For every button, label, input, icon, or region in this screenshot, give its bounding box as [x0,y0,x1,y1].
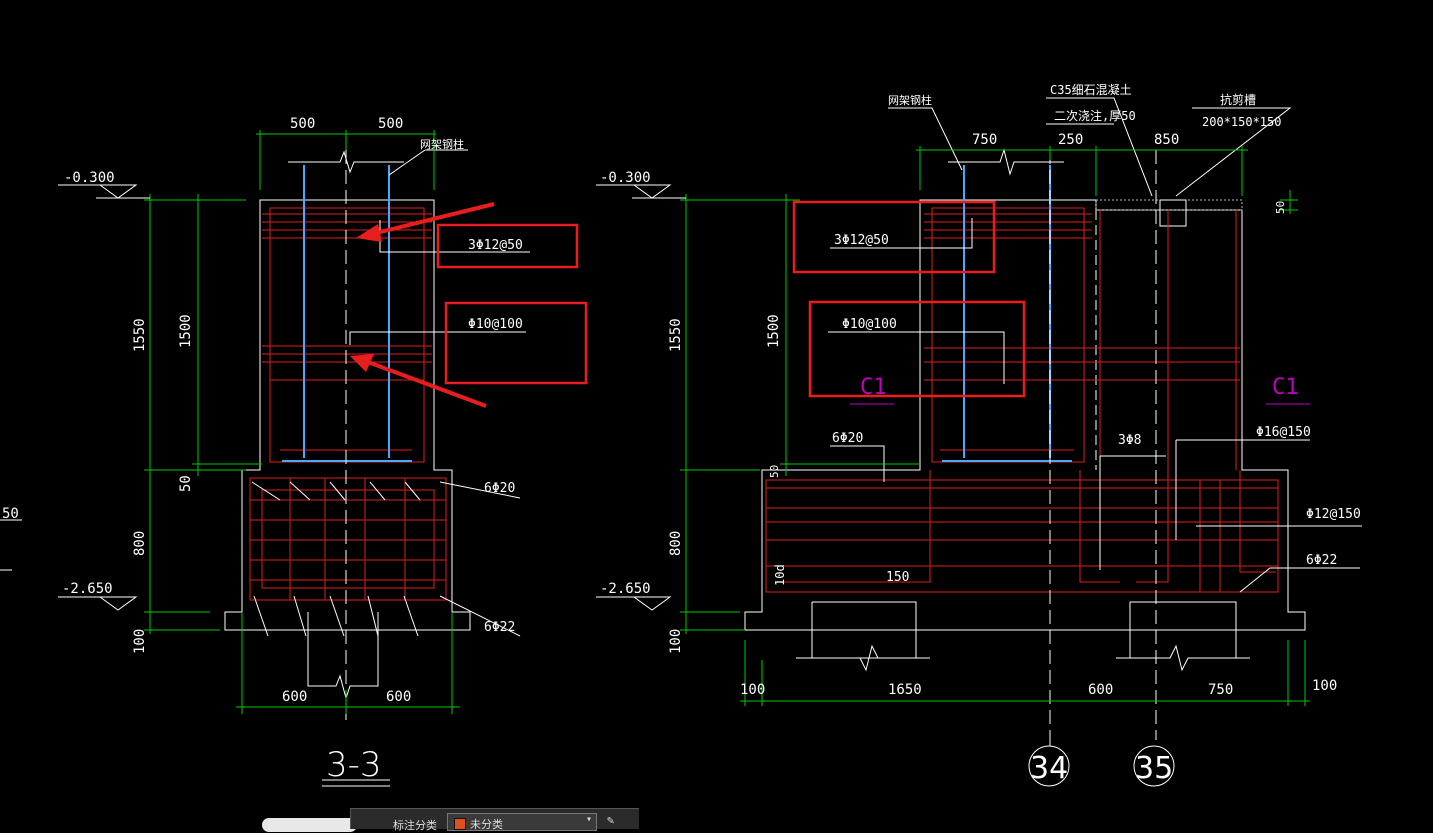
axis-label-35: 35 [1135,751,1173,786]
right-highlight-box-1 [792,200,996,274]
right-dim-bottom-600: 600 [1088,682,1113,698]
right-rebar-3phi8: 3Φ8 [1118,433,1141,448]
right-dim-vertical-50: 50 [768,465,781,478]
right-section [596,97,1362,787]
axis-label-34: 34 [1030,751,1068,786]
right-groove-note-1: 抗剪槽 [1220,92,1256,107]
right-label-150: 150 [886,570,909,585]
right-dim-vertical-1550: 1550 [668,318,684,352]
right-elevation-markers [596,184,686,611]
left-highlight-box-1 [436,223,579,269]
left-rebar-6phi22: 6Φ22 [484,620,515,635]
left-label-column: 网架钢柱 [420,137,464,151]
left-dim-vertical-800: 800 [132,531,148,556]
left-dim-bottom-1: 600 [282,689,307,705]
left-dimensions [144,130,460,714]
left-section-title: 3-3 [326,745,382,785]
left-rebar-phi10: Φ10@100 [468,317,523,332]
right-rebar-3phi12: 3Φ12@50 [834,233,889,248]
left-elevation-top: -0.300 [64,170,115,186]
annotation-category-toolbar: 标注分类 未分类 ▾ ✎ [350,808,639,832]
right-rebar [765,207,1279,593]
right-dim-vertical-100: 100 [668,629,684,654]
right-highlights [792,200,1026,398]
left-elevation-bottom: -2.650 [62,581,113,597]
right-highlight-box-2 [808,300,1026,398]
right-rebar-6phi20: 6Φ20 [832,431,863,446]
right-dim-vertical-50-top: 50 [1274,201,1287,214]
pencil-icon[interactable]: ✎ [607,813,615,827]
left-dim-vertical-1550: 1550 [132,318,148,352]
chevron-down-icon: ▾ [585,814,592,825]
right-dim-vertical-800: 800 [668,531,684,556]
category-select[interactable]: 未分类 ▾ [447,813,597,831]
right-column-mark-2: C1 [1272,375,1299,400]
left-edge-fragment: 50 [2,506,19,522]
left-dim-bottom-2: 600 [386,689,411,705]
right-dim-bottom-750: 750 [1208,682,1233,698]
left-dim-top-2: 500 [378,116,403,132]
right-dim-bottom-100a: 100 [740,682,765,698]
left-rebar [249,207,447,601]
left-highlights [436,223,588,385]
right-dim-top-250: 250 [1058,132,1083,148]
right-rebar-phi16: Φ16@150 [1256,425,1311,440]
right-dim-vertical-1500: 1500 [766,314,782,348]
left-rebar-6phi20: 6Φ20 [484,481,515,496]
right-dim-bottom-1650: 1650 [888,682,922,698]
right-elevation-bottom: -2.650 [600,581,651,597]
left-anchor-bolts [282,165,412,462]
right-label-column: 网架钢柱 [888,93,932,107]
axis-bubble-34 [1028,745,1070,787]
left-pile-break [307,612,379,700]
right-label-10d: 10d [773,564,787,586]
left-leaders [251,149,530,637]
right-rebar-phi12-150: Φ12@150 [1306,507,1361,522]
left-column-break [288,150,404,174]
right-elevation-top: -0.300 [600,170,651,186]
right-dim-top-750: 750 [972,132,997,148]
right-leaders [828,97,1362,593]
left-highlight-box-2 [444,301,588,385]
left-dim-vertical-50: 50 [178,475,194,492]
scroll-pill[interactable] [262,818,357,832]
right-concrete-note-1: C35细石混凝土 [1050,82,1132,97]
right-rebar-phi10: Φ10@100 [842,317,897,332]
right-groove-note-2: 200*150*150 [1202,115,1281,129]
right-rebar-6phi22: 6Φ22 [1306,553,1337,568]
arrow-head-1 [356,224,382,242]
right-dim-top-850: 850 [1154,132,1179,148]
left-arrows [350,202,495,408]
left-elevation-markers [0,184,150,611]
left-dim-vertical-100: 100 [132,629,148,654]
category-label: 标注分类 [393,819,437,832]
right-anchor-bolts [942,165,1072,462]
left-section [0,130,530,787]
category-value: 未分类 [470,818,503,831]
axis-bubble-35 [1133,745,1175,787]
right-concrete-note-2: 二次浇注,厚50 [1054,108,1136,123]
left-rebar-3phi12: 3Φ12@50 [468,238,523,253]
left-dim-top-1: 500 [290,116,315,132]
category-color-swatch [454,818,466,830]
right-dimensions [680,146,1310,706]
left-dim-vertical-1500: 1500 [178,314,194,348]
arrow-head-2 [350,354,374,372]
right-dim-bottom-100b: 100 [1312,678,1337,694]
